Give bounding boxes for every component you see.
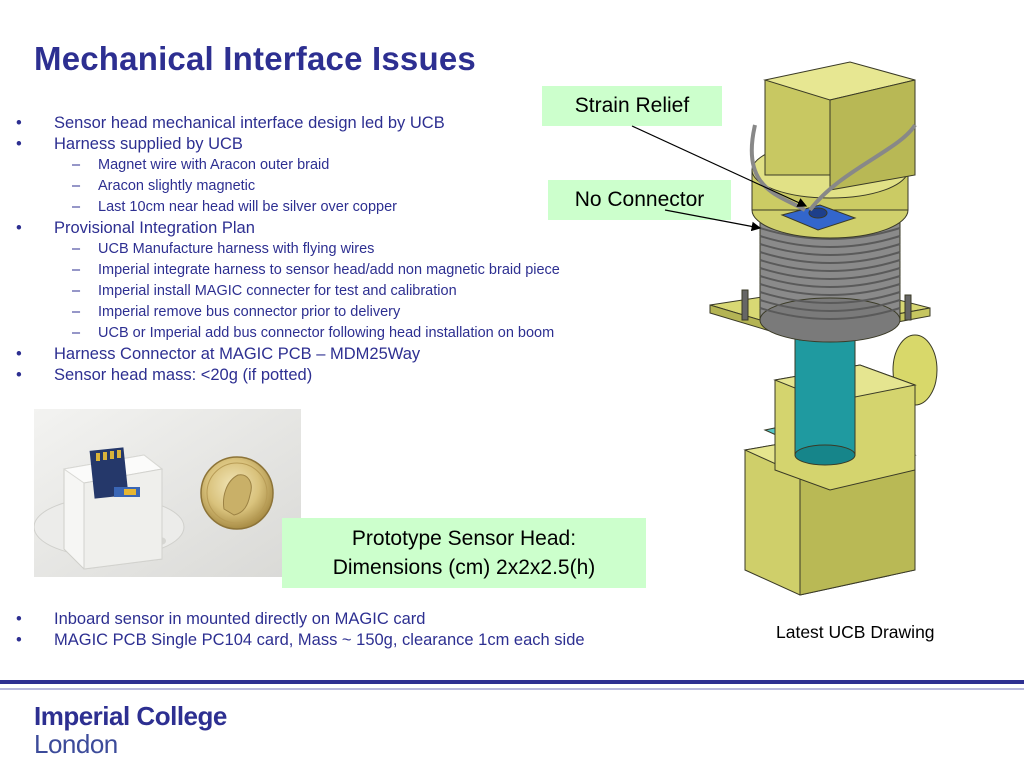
prototype-sensor-head-photo (34, 409, 301, 577)
sub-bullet-item: Imperial install MAGIC connecter for tes… (16, 281, 696, 302)
prototype-callout-line1: Prototype Sensor Head: (351, 527, 577, 550)
bullet-item: Inboard sensor in mounted directly on MA… (16, 609, 696, 630)
bullet-item: Sensor head mass: <20g (if potted) (16, 365, 696, 386)
sub-bullet-item: Aracon slightly magnetic (16, 176, 696, 197)
bullet-list-top: Sensor head mechanical interface design … (16, 113, 696, 386)
no-connector-callout: No Connector (548, 180, 731, 220)
drawing-caption: Latest UCB Drawing (776, 622, 935, 642)
bullet-item: Harness supplied by UCB (16, 134, 696, 155)
logo-line2: London (34, 729, 118, 759)
sub-bullet-item: UCB Manufacture harness with flying wire… (16, 239, 696, 260)
strain-relief-callout: Strain Relief (542, 86, 722, 126)
imperial-college-logo: Imperial College London (34, 702, 227, 758)
bullet-item: Provisional Integration Plan (16, 218, 696, 239)
prototype-callout-line2: Dimensions (cm) 2x2x2.5(h) (332, 556, 596, 579)
sub-bullet-item: UCB or Imperial add bus connector follow… (16, 323, 696, 344)
bullet-item: MAGIC PCB Single PC104 card, Mass ~ 150g… (16, 630, 696, 651)
logo-line1: Imperial College (34, 701, 227, 731)
footer-rule (0, 680, 1024, 684)
bullet-item: Sensor head mechanical interface design … (16, 113, 696, 134)
ucb-mechanical-drawing (709, 61, 938, 596)
footer-rule-thin (0, 688, 1024, 690)
sub-bullet-item: Magnet wire with Aracon outer braid (16, 155, 696, 176)
prototype-sensor-head-callout: Prototype Sensor Head: Dimensions (cm) 2… (282, 518, 646, 588)
bullet-item: Harness Connector at MAGIC PCB – MDM25Wa… (16, 344, 696, 365)
sub-bullet-item: Imperial remove bus connector prior to d… (16, 302, 696, 323)
slide-title: Mechanical Interface Issues (34, 40, 476, 77)
sub-bullet-item: Imperial integrate harness to sensor hea… (16, 260, 696, 281)
bullet-list-bottom: Inboard sensor in mounted directly on MA… (16, 609, 696, 651)
sub-bullet-item: Last 10cm near head will be silver over … (16, 197, 696, 218)
